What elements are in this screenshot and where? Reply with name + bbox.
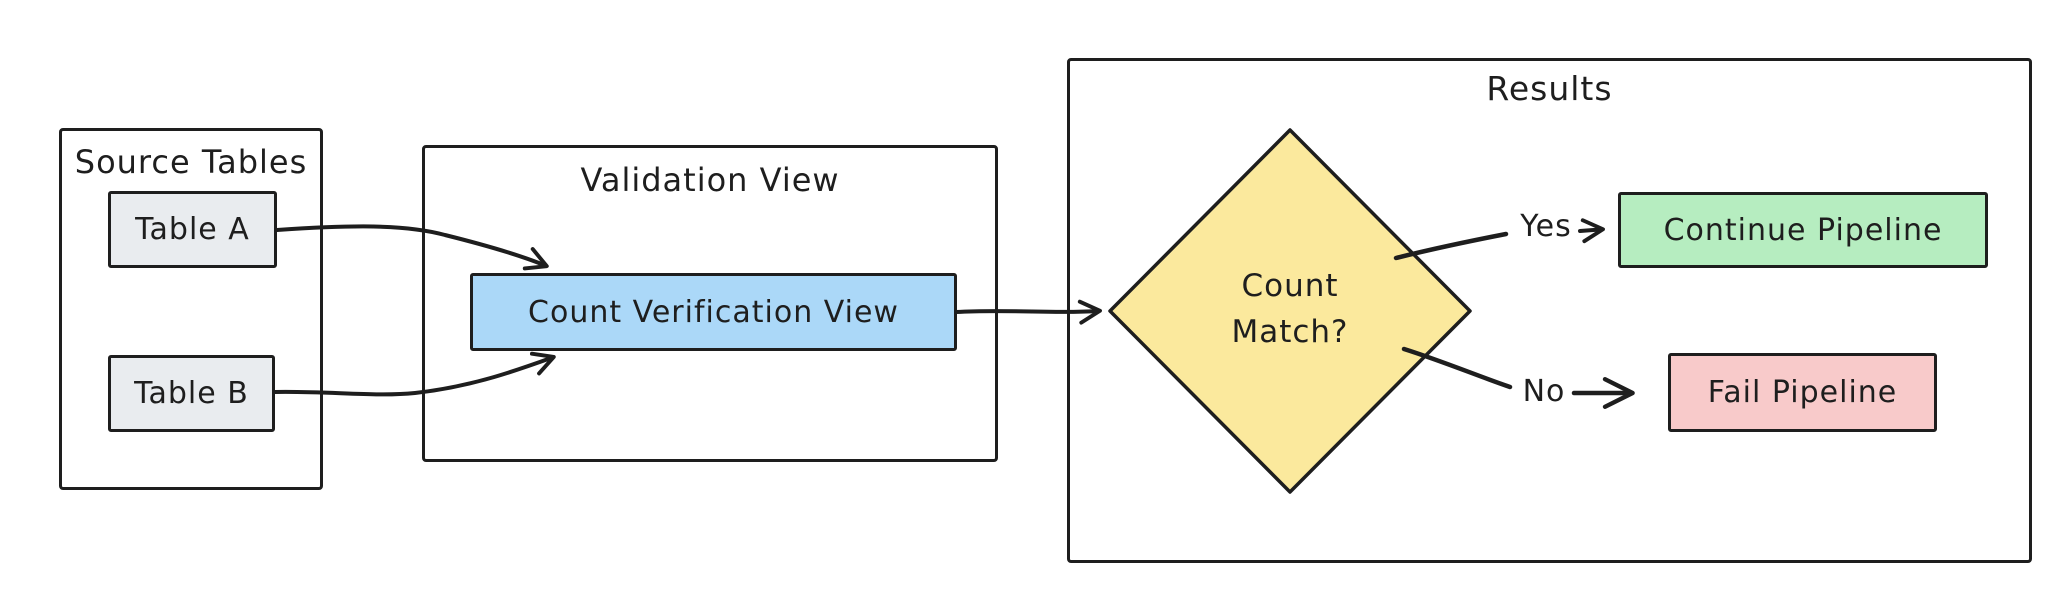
results-title: Results xyxy=(1486,69,1613,108)
table-b-label: Table B xyxy=(134,376,249,411)
fail-pipeline-label: Fail Pipeline xyxy=(1707,375,1898,410)
decision-label-line1: Count xyxy=(1241,268,1339,304)
continue-pipeline-label: Continue Pipeline xyxy=(1663,212,1943,248)
count-verification-view-label: Count Verification View xyxy=(528,294,899,330)
source-tables-title: Source Tables xyxy=(74,143,308,181)
table-a-node: Table A xyxy=(108,191,277,268)
source-tables-group: Source Tables xyxy=(59,128,323,490)
table-a-label: Table A xyxy=(135,212,250,247)
fail-pipeline-node: Fail Pipeline xyxy=(1668,353,1937,432)
count-verification-view-node: Count Verification View xyxy=(470,273,957,351)
table-b-node: Table B xyxy=(108,355,275,432)
validation-view-title: Validation View xyxy=(580,161,840,199)
continue-pipeline-node: Continue Pipeline xyxy=(1618,192,1988,268)
no-branch-label: No xyxy=(1522,374,1566,409)
yes-branch-label: Yes xyxy=(1520,209,1572,244)
count-match-decision-label: Count Match? xyxy=(1170,263,1410,355)
decision-label-line2: Match? xyxy=(1231,314,1349,350)
